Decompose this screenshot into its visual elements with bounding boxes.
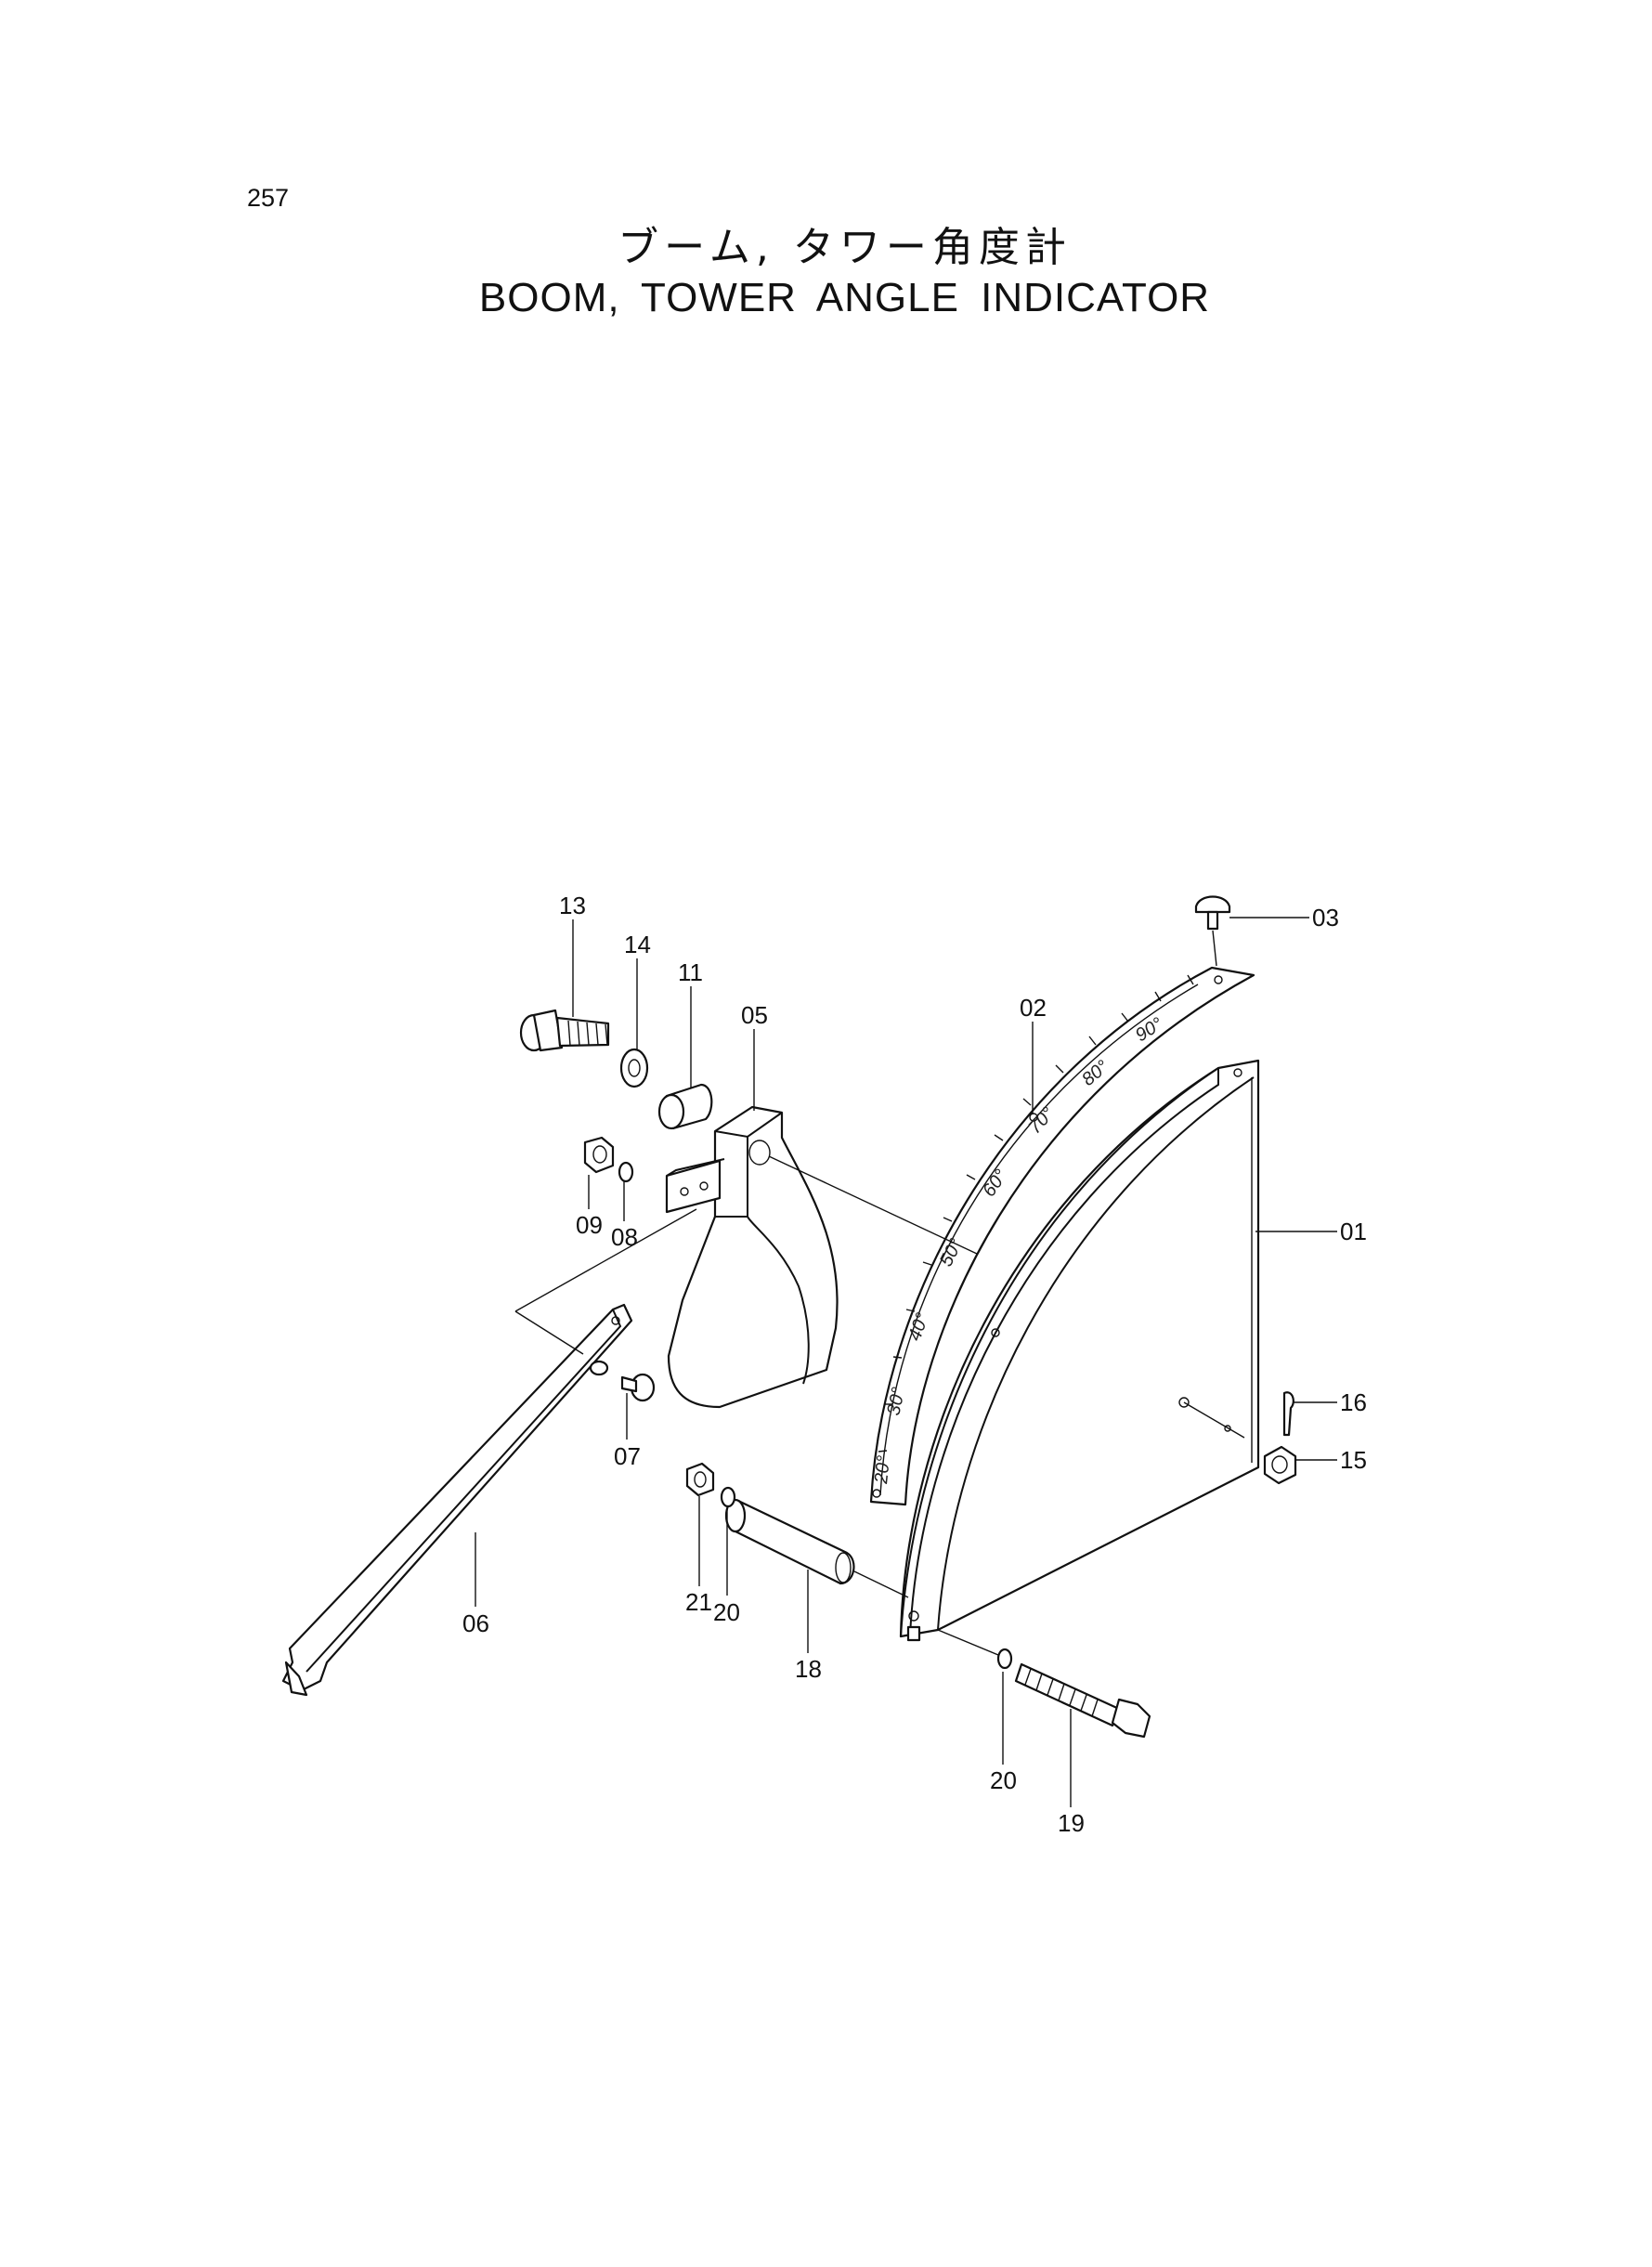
part-19-long-bolt (1014, 1662, 1151, 1739)
callout-labels: 13 14 11 05 02 03 09 08 01 07 16 15 06 2… (462, 892, 1367, 1837)
part-15-castle-nut (1263, 1445, 1297, 1485)
callout-19: 19 (1058, 1809, 1085, 1837)
scale-label-20: 20° (871, 1454, 894, 1485)
callout-09: 09 (576, 1211, 603, 1239)
page-title-japanese: ブーム, タワー角度計 (618, 224, 1072, 271)
callout-18: 18 (795, 1655, 822, 1683)
part-18-pin (724, 1498, 855, 1585)
page-title-english: BOOM, TOWER ANGLE INDICATOR (478, 275, 1211, 320)
scale-ticks (878, 974, 1194, 1453)
leader-lines (475, 917, 1337, 1807)
part-07-small-bolt (589, 1360, 656, 1402)
callout-02: 02 (1020, 994, 1047, 1022)
part-14-washer (619, 1048, 649, 1088)
callout-08: 08 (611, 1223, 638, 1251)
callout-20-lower: 20 (990, 1766, 1017, 1794)
callout-11: 11 (678, 958, 703, 986)
callout-14: 14 (624, 931, 651, 958)
callout-05: 05 (741, 1001, 768, 1029)
part-01-quadrant-frame (899, 1059, 1260, 1642)
part-05-bracket (665, 1105, 839, 1409)
part-21-nut (685, 1462, 715, 1497)
callout-21: 21 (685, 1588, 712, 1616)
part-20-lock-washer-lower (996, 1648, 1013, 1670)
part-08-lock-washer (618, 1161, 634, 1183)
callout-01: 01 (1340, 1218, 1367, 1245)
callout-20-upper: 20 (713, 1598, 740, 1626)
part-06-pointer-rod (281, 1303, 633, 1697)
callout-13: 13 (559, 892, 586, 919)
callout-03: 03 (1312, 904, 1339, 932)
callout-06: 06 (462, 1609, 489, 1637)
callout-15: 15 (1340, 1446, 1367, 1474)
part-16-cotter-pin (1282, 1391, 1294, 1437)
page-number: 257 (247, 184, 290, 212)
part-13-shoulder-bolt (519, 1009, 610, 1052)
part-03-screw (1194, 895, 1231, 967)
assembly-lines (514, 1155, 1245, 1656)
callout-16: 16 (1340, 1388, 1367, 1416)
part-09-nut (583, 1136, 615, 1174)
part-11-bushing (657, 1083, 713, 1130)
part-20-lock-washer-upper (720, 1486, 736, 1508)
callout-07: 07 (614, 1442, 641, 1470)
